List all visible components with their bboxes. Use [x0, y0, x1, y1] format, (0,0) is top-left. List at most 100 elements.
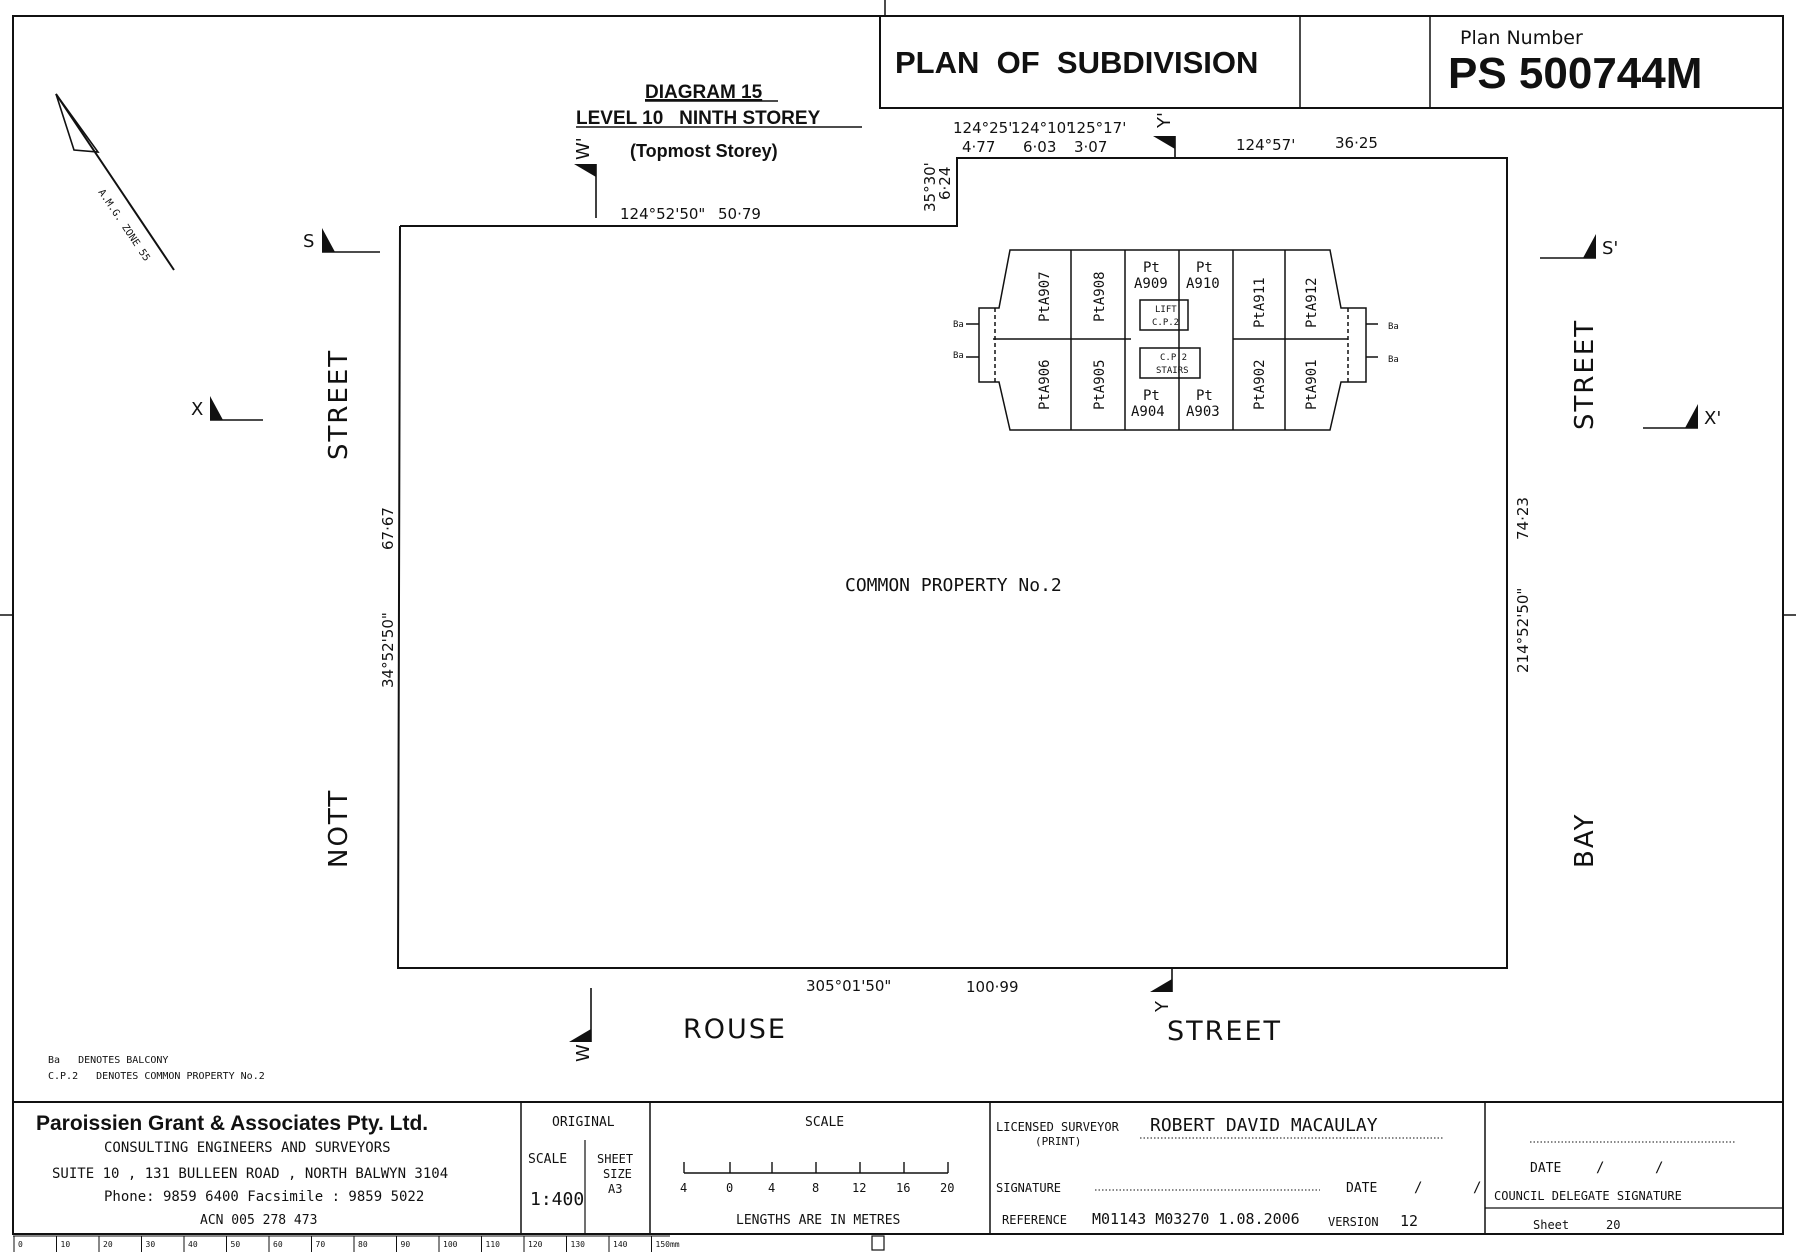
note-balcony: Ba DENOTES BALCONY	[48, 1055, 168, 1066]
unit-pt-a909-a: Pt	[1143, 260, 1160, 276]
west-street-name: NOTT	[324, 789, 354, 868]
dim-top-l1: 4·77	[962, 138, 995, 156]
ruler-label: 60	[273, 1240, 283, 1249]
lift-label-a: LIFT	[1155, 305, 1177, 315]
header-block: PLAN OF SUBDIVISION Plan Number PS 50074…	[879, 15, 1784, 109]
west-street-label: STREET	[324, 349, 354, 460]
dim-left-bearing: 34°52'50"	[379, 612, 397, 688]
firm-line-5: ACN 005 278 473	[200, 1213, 317, 1228]
balcony-label-ne: Ba	[1388, 322, 1399, 332]
lengths-note: LENGTHS ARE IN METRES	[736, 1213, 900, 1228]
signature-label: SIGNATURE	[996, 1181, 1061, 1195]
unit-pta907: PtA907	[1037, 271, 1053, 322]
dim-step-length: 6·24	[936, 167, 954, 200]
bottom-mark	[871, 1235, 885, 1251]
sheet-size-a: SHEET	[597, 1152, 633, 1166]
section-y: Y	[1152, 1000, 1173, 1013]
title-block: Paroissien Grant & Associates Pty. Ltd. …	[12, 1101, 1784, 1235]
dim-top-right-bearing: 124°57'	[1236, 136, 1295, 154]
scale-tick-3: 8	[812, 1181, 819, 1195]
council-date-label: DATE	[1530, 1161, 1561, 1176]
unit-pta902: PtA902	[1252, 359, 1268, 410]
dim-bottom-length: 100·99	[966, 978, 1019, 996]
ruler-label: 100	[443, 1240, 458, 1249]
unit-labels: PtA907 PtA908 Pt A909 Pt A910 PtA911 PtA…	[1037, 260, 1320, 420]
scale-tick-5: 16	[896, 1181, 910, 1195]
ruler-label: 130	[571, 1240, 586, 1249]
diagram-title: DIAGRAM 15 LEVEL 10 NINTH STOREY (Topmos…	[576, 82, 862, 161]
south-street-name: ROUSE	[683, 1014, 787, 1045]
surveyor-print: (PRINT)	[1035, 1135, 1081, 1148]
boundary-dimensions: 124°52'50" 50·79 35°30' 6·24 124°25' 124…	[379, 119, 1532, 996]
dim-top-b2: 124°10'	[1011, 119, 1070, 137]
ruler-label: 30	[146, 1240, 156, 1249]
dim-left-length: 67·67	[379, 507, 397, 550]
north-arrow-icon: A.M.G. ZONE 55	[55, 93, 175, 271]
scale-tick-2: 4	[768, 1181, 775, 1195]
ruler-label: 110	[486, 1240, 501, 1249]
diagram-storey: (Topmost Storey)	[630, 141, 778, 161]
ruler-label: 50	[231, 1240, 241, 1249]
scale-label: SCALE	[528, 1152, 567, 1167]
common-property-label: COMMON PROPERTY No.2	[845, 575, 1062, 596]
diagram-level: LEVEL 10 NINTH STOREY	[576, 108, 821, 129]
dim-top-l2: 6·03	[1023, 138, 1056, 156]
dim-right-bearing: 214°52'50"	[1514, 588, 1532, 673]
dim-top-b3: 125°17'	[1067, 119, 1126, 137]
balcony-label-se: Ba	[1388, 355, 1399, 365]
diagram-number: DIAGRAM 15	[645, 82, 763, 103]
unit-pta901: PtA901	[1304, 359, 1320, 410]
firm-line-3: SUITE 10 , 131 BULLEEN ROAD , NORTH BALW…	[52, 1166, 448, 1182]
reference-value: M01143 M03270 1.08.2006	[1092, 1210, 1300, 1228]
plan-number-label: Plan Number	[1460, 27, 1583, 49]
section-y-prime: Y'	[1154, 112, 1175, 129]
scale-tick-1: 0	[726, 1181, 733, 1195]
reference-label: REFERENCE	[1002, 1213, 1067, 1227]
original-heading: ORIGINAL	[552, 1115, 615, 1130]
plan-title: PLAN OF SUBDIVISION	[895, 45, 1258, 80]
core-labels: LIFT C.P.2 C.P.2 STAIRS Ba Ba Ba Ba	[953, 305, 1399, 376]
dim-top-b1: 124°25'	[953, 119, 1012, 137]
ruler-label: 150mm	[656, 1240, 680, 1249]
sheet-size-b: SIZE	[603, 1167, 632, 1181]
sheet-value: 20	[1606, 1218, 1620, 1232]
south-street-label: STREET	[1167, 1016, 1282, 1047]
ruler-label: 80	[358, 1240, 368, 1249]
scale-value: 1:400	[530, 1189, 584, 1210]
section-x-prime: X'	[1704, 408, 1721, 429]
unit-pt-a904-a: Pt	[1143, 388, 1160, 404]
sheet-label: Sheet	[1533, 1218, 1569, 1232]
dim-right-length: 74·23	[1514, 497, 1532, 540]
section-x: X	[191, 399, 203, 420]
ruler-label: 10	[61, 1240, 71, 1249]
stairs-label-a: C.P.2	[1160, 353, 1187, 363]
ruler-label: 70	[316, 1240, 326, 1249]
version-value: 12	[1400, 1212, 1418, 1230]
ruler-label: 140	[613, 1240, 628, 1249]
lift-label-b: C.P.2	[1152, 318, 1179, 328]
scale-tick-4: 12	[852, 1181, 866, 1195]
date-value: / /	[1414, 1180, 1481, 1196]
council-date-value: / /	[1596, 1160, 1663, 1176]
scale-tick-0: 4	[680, 1181, 687, 1195]
firm-line-4: Phone: 9859 6400 Facsimile : 9859 5022	[104, 1189, 424, 1205]
dim-bottom-bearing: 305°01'50"	[806, 977, 891, 995]
section-markers: S S' X X' W' W Y' Y	[191, 112, 1721, 1062]
unit-pta905: PtA905	[1092, 359, 1108, 410]
legend-notes: Ba DENOTES BALCONY C.P.2 DENOTES COMMON …	[48, 1055, 265, 1082]
section-s-prime: S'	[1602, 238, 1618, 259]
section-s: S	[303, 231, 314, 252]
unit-pta906: PtA906	[1037, 359, 1053, 410]
floor-plan	[966, 249, 1378, 431]
balcony-label-nw: Ba	[953, 320, 964, 330]
ruler-label: 40	[188, 1240, 198, 1249]
unit-pt-a903-b: A903	[1186, 404, 1220, 420]
surveyor-name: ROBERT DAVID MACAULAY	[1150, 1115, 1378, 1136]
scale-bar	[683, 1162, 949, 1174]
unit-pta908: PtA908	[1092, 271, 1108, 322]
unit-pt-a909-b: A909	[1134, 276, 1168, 292]
ruler-label: 0	[18, 1240, 23, 1249]
dim-step-bearing: 35°30'	[921, 162, 939, 212]
east-street-name: BAY	[1570, 813, 1600, 869]
